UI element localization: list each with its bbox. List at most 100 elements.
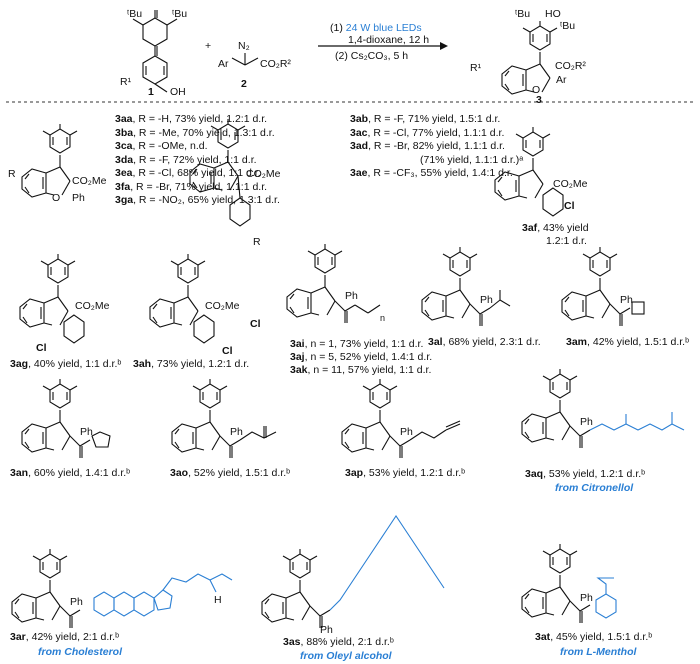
product-3-structure: [501, 20, 558, 95]
ho-label: HO: [545, 8, 561, 20]
entry-3ba: 3ba, R = -Me, 70% yield, 1.3:1 d.r.: [115, 126, 275, 139]
entry-3ad: 3ad, R = -Br, 82% yield, 1.1:1 d.r.: [350, 140, 505, 152]
conditions-step-2: (2) Cs₂CO₃, 5 h: [335, 50, 409, 62]
co2me-label: CO₂Me: [72, 175, 107, 187]
ph-label: Ph: [345, 290, 358, 302]
structure-3ab: [189, 118, 251, 227]
cl-label: Cl: [36, 342, 47, 354]
co2me-label: CO₂Me: [246, 168, 281, 180]
entry-3ag: 3ag, 40% yield, 1:1 d.r.ᵇ: [10, 358, 122, 370]
entry-3ga: 3ga, R = -NO₂, 65% yield, 1.3:1 d.r.: [115, 194, 280, 206]
ph-label: Ph: [320, 624, 333, 636]
product-ar: Ar: [556, 74, 567, 86]
tbu-label: ᵗBu: [127, 8, 143, 20]
entry-3at: 3at, 45% yield, 1.5:1 d.r.ᵇ: [535, 631, 653, 643]
entry-3ai: 3ai, n = 1, 73% yield, 1:1 d.r.: [290, 338, 424, 350]
source-oleyl-alcohol: from Oleyl alcohol: [300, 650, 392, 662]
source-citronellol: from Citronellol: [555, 482, 634, 494]
diazo-n2: N₂: [238, 40, 250, 52]
structure-3aq: [521, 368, 685, 449]
structure-3ai: [286, 243, 381, 324]
structure-3ar: [11, 548, 233, 629]
source-l-menthol: from L-Menthol: [560, 646, 637, 658]
structure-3ap: [341, 378, 461, 459]
r-label: R: [253, 236, 261, 248]
structure-3af: [494, 126, 564, 217]
product-number: 3: [536, 94, 542, 106]
product-o: O: [532, 84, 541, 96]
entry-3fa: 3fa, R = -Br, 71% yield, 1.1:1 d.r.: [115, 180, 268, 193]
co2me-label: CO₂Me: [205, 300, 240, 312]
entry-3ap: 3ap, 53% yield, 1.2:1 d.r.ᵇ: [345, 467, 466, 479]
entry-3ae: 3ae, R = -CF₃, 55% yield, 1.4:1 d.r.: [350, 167, 513, 179]
r1-label: R¹: [470, 62, 482, 74]
structure-3an: [21, 378, 111, 459]
entry-3aa: 3aa, R = -H, 73% yield, 1.2:1 d.r.: [115, 113, 268, 125]
entry-3aj: 3aj, n = 5, 52% yield, 1.4:1 d.r.: [290, 351, 433, 363]
entry-3as: 3as, 88% yield, 2:1 d.r.ᵇ: [283, 636, 394, 648]
co2me-label: CO₂Me: [75, 300, 110, 312]
diazo-ester: CO₂R²: [260, 58, 291, 70]
cl-label: Cl: [564, 200, 575, 212]
n-label: n: [380, 313, 386, 323]
entry-3al: 3al, 68% yield, 2.3:1 d.r.: [428, 336, 541, 348]
h-label: H: [214, 594, 222, 606]
structure-3ah: [149, 253, 215, 344]
structure-3am: [561, 246, 645, 327]
entry-3ab: 3ab, R = -F, 71% yield, 1.5:1 d.r.: [350, 113, 501, 125]
ph-label: Ph: [400, 426, 413, 438]
ph-label: Ph: [230, 426, 243, 438]
entry-3af: 3af, 43% yield: [522, 222, 589, 234]
structure-3at: [521, 543, 617, 624]
structure-3as: [261, 515, 445, 629]
entry-3ca: 3ca, R = -OMe, n.d.: [115, 140, 208, 152]
ph-label: Ph: [80, 426, 93, 438]
oh-label: OH: [170, 86, 186, 98]
cl-label: Cl: [222, 345, 233, 357]
structure-3ag: [19, 253, 85, 344]
cl-label: Cl: [250, 318, 261, 330]
entries-r-list: 3aa, R = -H, 73% yield, 1.2:1 d.r.3ba, R…: [115, 113, 280, 208]
entry-3aq: 3aq, 53% yield, 1.2:1 d.r.ᵇ: [525, 468, 646, 480]
entries-r2-list: 3ab, R = -F, 71% yield, 1.5:1 d.r.3ac, R…: [350, 113, 523, 181]
entry-3ak: 3ak, n = 11, 57% yield, 1:1 d.r.: [290, 364, 432, 376]
diazo-2-structure: [231, 53, 259, 66]
diazo-ar: Ar: [218, 58, 229, 70]
product-ester: CO₂R²: [555, 60, 586, 72]
source-cholesterol: from Cholesterol: [38, 646, 123, 658]
entry-3an: 3an, 60% yield, 1.4:1 d.r.ᵇ: [10, 467, 131, 479]
plus-sign: +: [205, 40, 212, 52]
ph-label: Ph: [72, 192, 85, 204]
reagent-number: 2: [241, 78, 247, 90]
entry-note: (71% yield, 1.1:1 d.r.)ᵃ: [420, 153, 524, 166]
entry-3ac: 3ac, R = -Cl, 77% yield, 1.1:1 d.r.: [350, 126, 505, 139]
substrate-number: 1: [148, 86, 154, 98]
ph-label: Ph: [70, 596, 83, 608]
ph-label: Ph: [580, 592, 593, 604]
structure-3al: [421, 246, 511, 327]
reaction-arrow: [318, 42, 448, 50]
o-label: O: [52, 192, 61, 204]
tbu-label: ᵗBu: [560, 20, 576, 32]
conditions-step-1-solvent: 1,4-dioxane, 12 h: [348, 34, 430, 46]
structure-3aa: [21, 123, 78, 198]
entry-3ah: 3ah, 73% yield, 1.2:1 d.r.: [133, 358, 250, 370]
substrate-1-structure: [132, 10, 178, 93]
entry-3ar: 3ar, 42% yield, 2:1 d.r.ᵇ: [10, 631, 120, 643]
co2me-label: CO₂Me: [553, 178, 588, 190]
ph-label: Ph: [480, 294, 493, 306]
conditions-step-1: (1) 24 W blue LEDs: [330, 22, 422, 34]
r1-label: R¹: [120, 76, 132, 88]
ph-label: Ph: [580, 416, 593, 428]
entry-3af-dr: 1.2:1 d.r.: [546, 235, 587, 247]
structure-3ao: [171, 378, 277, 459]
tbu-label: ᵗBu: [172, 8, 188, 20]
r-label: R: [8, 168, 16, 180]
ph-label: Ph: [620, 294, 633, 306]
entry-3am: 3am, 42% yield, 1.5:1 d.r.ᵇ: [566, 336, 690, 348]
entry-3da: 3da, R = -F, 72% yield, 1:1 d.r.: [115, 153, 257, 166]
tbu-label: ᵗBu: [515, 8, 531, 20]
entry-3ao: 3ao, 52% yield, 1.5:1 d.r.ᵇ: [170, 467, 291, 479]
entry-3ea: 3ea, R = -Cl, 68% yield, 1:1 d.r.: [115, 167, 261, 179]
